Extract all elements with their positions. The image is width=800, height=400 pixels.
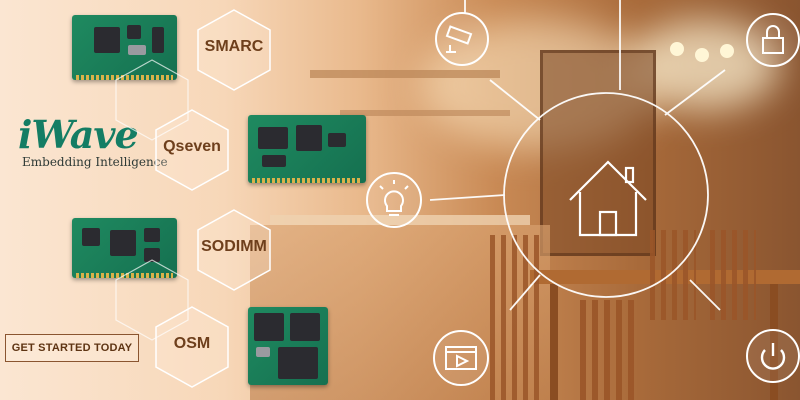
hex-sodimm[interactable]: SODIMM [192, 208, 276, 292]
cctv-camera-icon[interactable] [435, 12, 489, 66]
kitchen-backdrop [250, 0, 800, 400]
lightbulb-icon[interactable] [366, 172, 422, 228]
hex-qseven-label: Qseven [163, 138, 221, 155]
get-started-button[interactable]: GET STARTED TODAY [5, 334, 139, 362]
logo-tagline: Embedding Intelligence [22, 155, 168, 169]
hex-sodimm-label: SODIMM [201, 238, 267, 255]
hex-outline [110, 58, 194, 142]
hex-osm-label: OSM [173, 335, 211, 352]
hex-smarc[interactable]: SMARC [192, 8, 276, 92]
smarc-board-image [72, 15, 177, 80]
hex-qseven[interactable]: Qseven [150, 108, 234, 192]
lock-icon[interactable] [746, 13, 800, 67]
hex-outline [110, 258, 194, 342]
power-icon[interactable] [746, 329, 800, 383]
home-icon[interactable] [569, 160, 647, 237]
hex-osm[interactable]: OSM [150, 305, 234, 389]
video-play-icon[interactable] [433, 330, 489, 386]
hex-smarc-label: SMARC [204, 38, 264, 55]
osm-board-image [248, 307, 328, 385]
qseven-board-image [248, 115, 366, 183]
